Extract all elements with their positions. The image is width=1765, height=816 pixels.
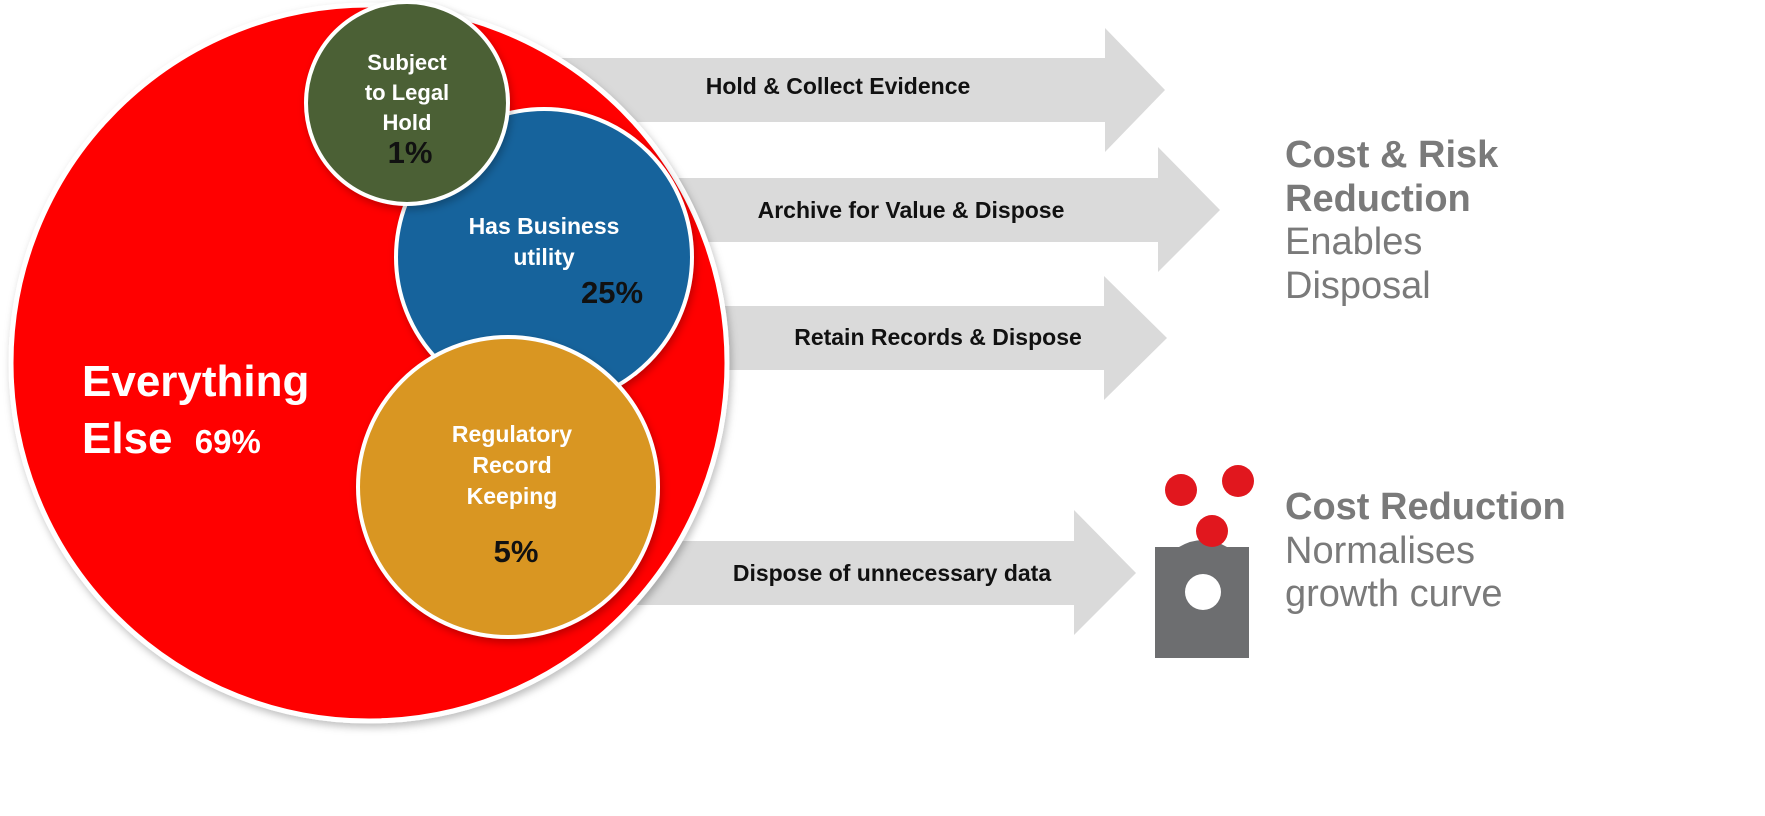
regulatory-pct: 5% [494, 534, 539, 569]
outcome-risk-title1: Cost & Risk [1285, 134, 1499, 176]
arrow-archive [560, 147, 1220, 272]
arrow-hold [520, 28, 1165, 152]
trash-bin-icon [1155, 465, 1254, 658]
circle-regulatory [356, 335, 660, 639]
business-pct: 25% [581, 275, 643, 310]
arrow-dispose [560, 510, 1136, 635]
outcome-risk-sub1: Enables [1285, 221, 1423, 264]
everything-else-pct: 69% [195, 423, 261, 460]
regulatory-line2: Record [472, 452, 551, 478]
regulatory-line1: Regulatory [452, 421, 572, 447]
legal-hold-line3: Hold [383, 110, 432, 135]
outcome-cost-sub2: growth curve [1285, 573, 1503, 616]
regulatory-line3: Keeping [467, 483, 558, 509]
outcome-risk: Cost & Risk Reduction Enables Disposal [1285, 134, 1498, 309]
outcome-cost-sub1: Normalises [1285, 529, 1476, 572]
outcome-risk-sub2: Disposal [1285, 265, 1431, 308]
everything-else-line2-group: Else 69% [82, 414, 261, 463]
business-line1: Has Business [469, 213, 620, 239]
arrow-dispose-label: Dispose of unnecessary data [733, 560, 1051, 586]
everything-else-line1: Everything [82, 357, 309, 406]
business-line2: utility [513, 244, 575, 270]
legal-hold-line1: Subject [367, 50, 447, 75]
arrow-retain-label: Retain Records & Dispose [794, 324, 1082, 350]
outcome-cost: Cost Reduction Normalises growth curve [1285, 486, 1566, 617]
arrow-hold-label: Hold & Collect Evidence [706, 73, 971, 99]
legal-hold-pct: 1% [388, 135, 433, 170]
circle-legal-hold [304, 0, 510, 206]
everything-else-line2: Else [82, 414, 173, 463]
outcome-cost-title: Cost Reduction [1285, 486, 1566, 528]
legal-hold-line2: to Legal [365, 80, 449, 105]
arrow-archive-label: Archive for Value & Dispose [758, 197, 1065, 223]
outcome-risk-title2: Reduction [1285, 177, 1471, 220]
